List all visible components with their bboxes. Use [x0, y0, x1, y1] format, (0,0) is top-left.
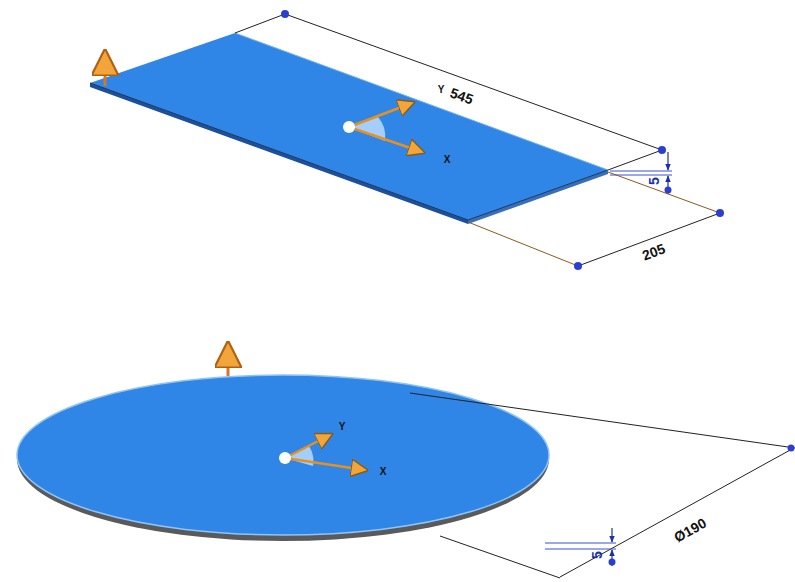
- coordinate-axes: [279, 435, 365, 470]
- dimension-value: 205: [638, 240, 669, 265]
- axis-label: X: [442, 154, 453, 166]
- normal-arrow: [228, 354, 229, 376]
- dimension-value: 5: [646, 175, 662, 187]
- dimension-value: 5: [589, 549, 605, 561]
- plate-body: [90, 33, 608, 224]
- axis-label: X: [378, 466, 389, 478]
- dimension-value: Ø190: [669, 514, 710, 546]
- normal-arrow: [105, 62, 106, 86]
- dimension-thickness: [545, 528, 616, 566]
- axis-label: Y: [337, 421, 348, 433]
- dimension-545: [235, 10, 666, 170]
- axis-label: Y: [436, 84, 447, 96]
- dimension-value: 545: [446, 84, 477, 108]
- dimension-thickness: [610, 152, 672, 194]
- coordinate-axes: [343, 103, 422, 152]
- disk-body: [17, 375, 549, 541]
- dimension-205: [468, 172, 724, 270]
- dimension-diameter: [410, 393, 795, 578]
